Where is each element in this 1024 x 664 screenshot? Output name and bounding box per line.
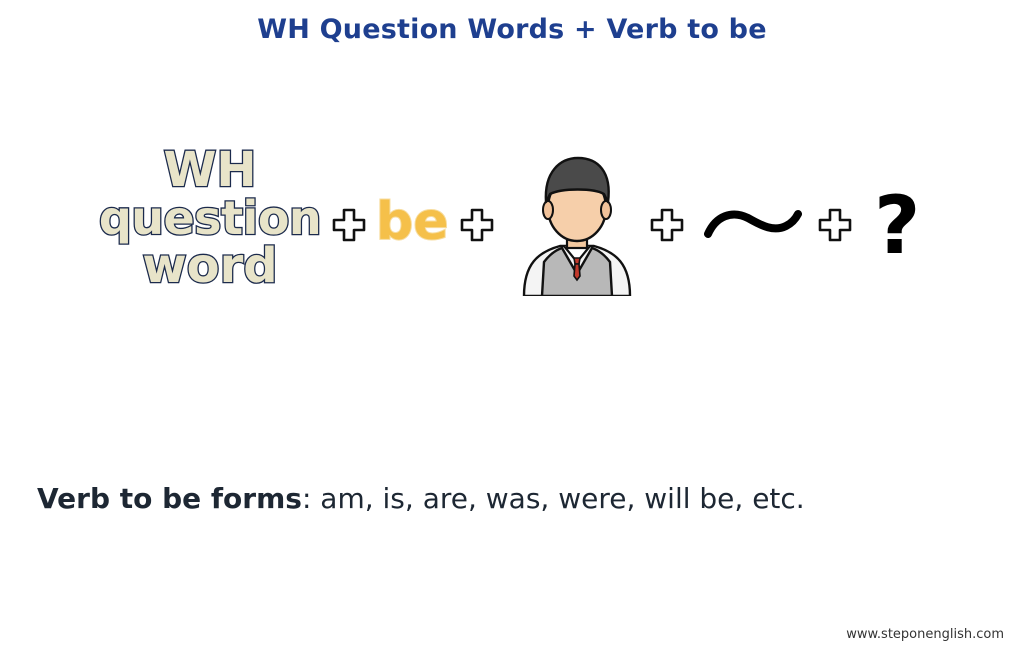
verb-forms-line: Verb to be forms: am, is, are, was, were… (37, 482, 805, 515)
verb-forms-label: Verb to be forms (37, 482, 302, 515)
page-title: WH Question Words + Verb to be (257, 14, 767, 45)
plus-icon (818, 208, 852, 242)
wh-question-word-label: WH question word (96, 142, 324, 294)
wh-line-3: word (141, 238, 279, 294)
website-credit: www.steponenglish.com (846, 627, 1004, 642)
verb-forms-values: : am, is, are, was, were, will be, etc. (301, 482, 805, 515)
formula-diagram: WH question word be ? (0, 140, 1024, 310)
wh-line-1: WH (162, 142, 258, 198)
wh-line-2: question (98, 191, 323, 245)
verb-be: be (375, 191, 449, 253)
person-icon (522, 156, 632, 296)
question-mark: ? (874, 179, 921, 272)
plus-icon (650, 208, 684, 242)
tilde-symbol (704, 210, 802, 238)
plus-icon (460, 208, 494, 242)
plus-icon (332, 208, 366, 242)
